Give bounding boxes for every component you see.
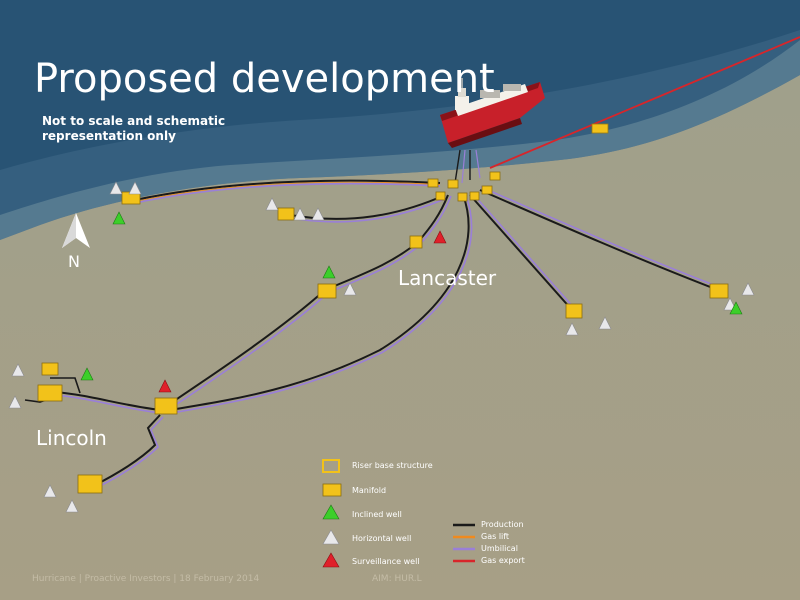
surveillance-well-icon (322, 552, 340, 568)
legend-gas-lift: Gas lift (481, 532, 510, 541)
horizontal-well-icon (322, 529, 340, 545)
page-title: Proposed development (34, 56, 495, 102)
inclined-wells (80, 211, 743, 381)
legend-surveillance-well: Surveillance well (352, 557, 420, 566)
legend-horizontal-well: Horizontal well (352, 534, 412, 543)
sea-top-shade (0, 0, 800, 170)
legend-gas-export: Gas export (481, 556, 525, 565)
legend-manifold: Manifold (352, 486, 387, 495)
footer-right: AIM: HUR.L (372, 574, 422, 584)
field-label-lincoln: Lincoln (36, 426, 107, 450)
sea-shallows (0, 40, 800, 240)
legend-production: Production (481, 520, 524, 529)
legend-icons (322, 459, 475, 568)
fpso-vessel-icon (440, 78, 545, 148)
riser-base-structure-icon (322, 459, 340, 473)
horizontal-wells (8, 181, 755, 513)
footer-left: Hurricane | Proactive Investors | 18 Feb… (32, 574, 260, 584)
flowlines (24, 149, 720, 488)
riser-base-structures (427, 171, 501, 202)
legend-umbilical: Umbilical (481, 544, 518, 553)
manifolds (37, 191, 729, 494)
north-arrow-icon (62, 213, 90, 248)
legend-riser-base-structure: Riser base structure (352, 461, 433, 470)
field-label-lancaster: Lancaster (398, 266, 497, 290)
inclined-well-icon (322, 504, 340, 520)
manifold-icon (322, 483, 342, 497)
page-subtitle: Not to scale and schematic representatio… (42, 114, 226, 143)
legend-inclined-well: Inclined well (352, 510, 402, 519)
gas-export-line (489, 36, 800, 169)
surveillance-wells (158, 230, 447, 393)
north-label: N (68, 252, 80, 271)
export-structure-icon (591, 123, 609, 134)
